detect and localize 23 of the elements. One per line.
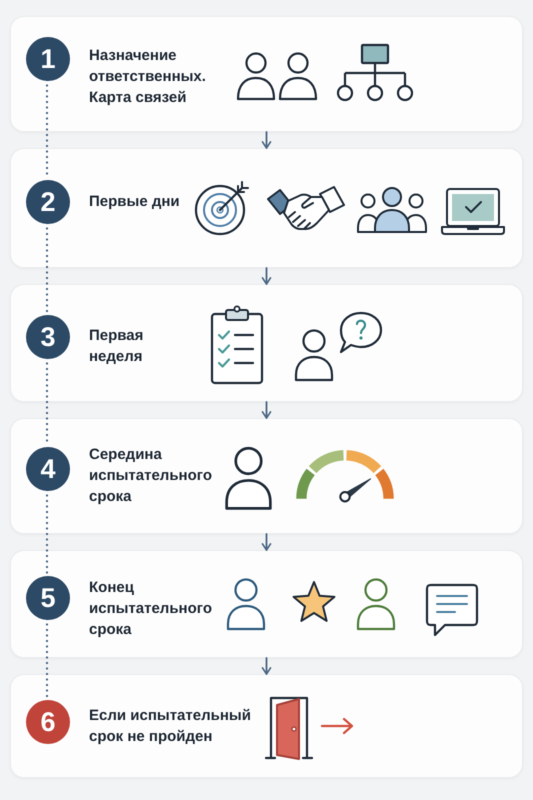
step-card xyxy=(10,16,523,132)
step-title: Первая неделя xyxy=(89,327,144,365)
arrow xyxy=(262,267,272,285)
step-number: 1 xyxy=(26,37,70,81)
step-card xyxy=(10,550,523,658)
step-title: Первые дни xyxy=(89,193,180,210)
step-number: 3 xyxy=(26,315,70,359)
step-number: 5 xyxy=(26,576,70,620)
step-card xyxy=(10,284,523,402)
arrow xyxy=(262,401,272,419)
arrow xyxy=(262,131,272,149)
step-title: Назначение ответственных. Карта связей xyxy=(89,47,206,106)
step-card xyxy=(10,148,523,268)
step-title: Если испытательный срок не пройден xyxy=(89,707,251,745)
arrow xyxy=(262,533,272,551)
step-number: 4 xyxy=(26,447,70,491)
step-number: 2 xyxy=(26,180,70,224)
step-title: Середина испытательного срока xyxy=(89,446,212,505)
arrow xyxy=(262,657,272,675)
step-card xyxy=(10,418,523,534)
step-title: Конец испытательного срока xyxy=(89,579,212,638)
step-number: 6 xyxy=(26,700,70,744)
step-card xyxy=(10,674,523,778)
